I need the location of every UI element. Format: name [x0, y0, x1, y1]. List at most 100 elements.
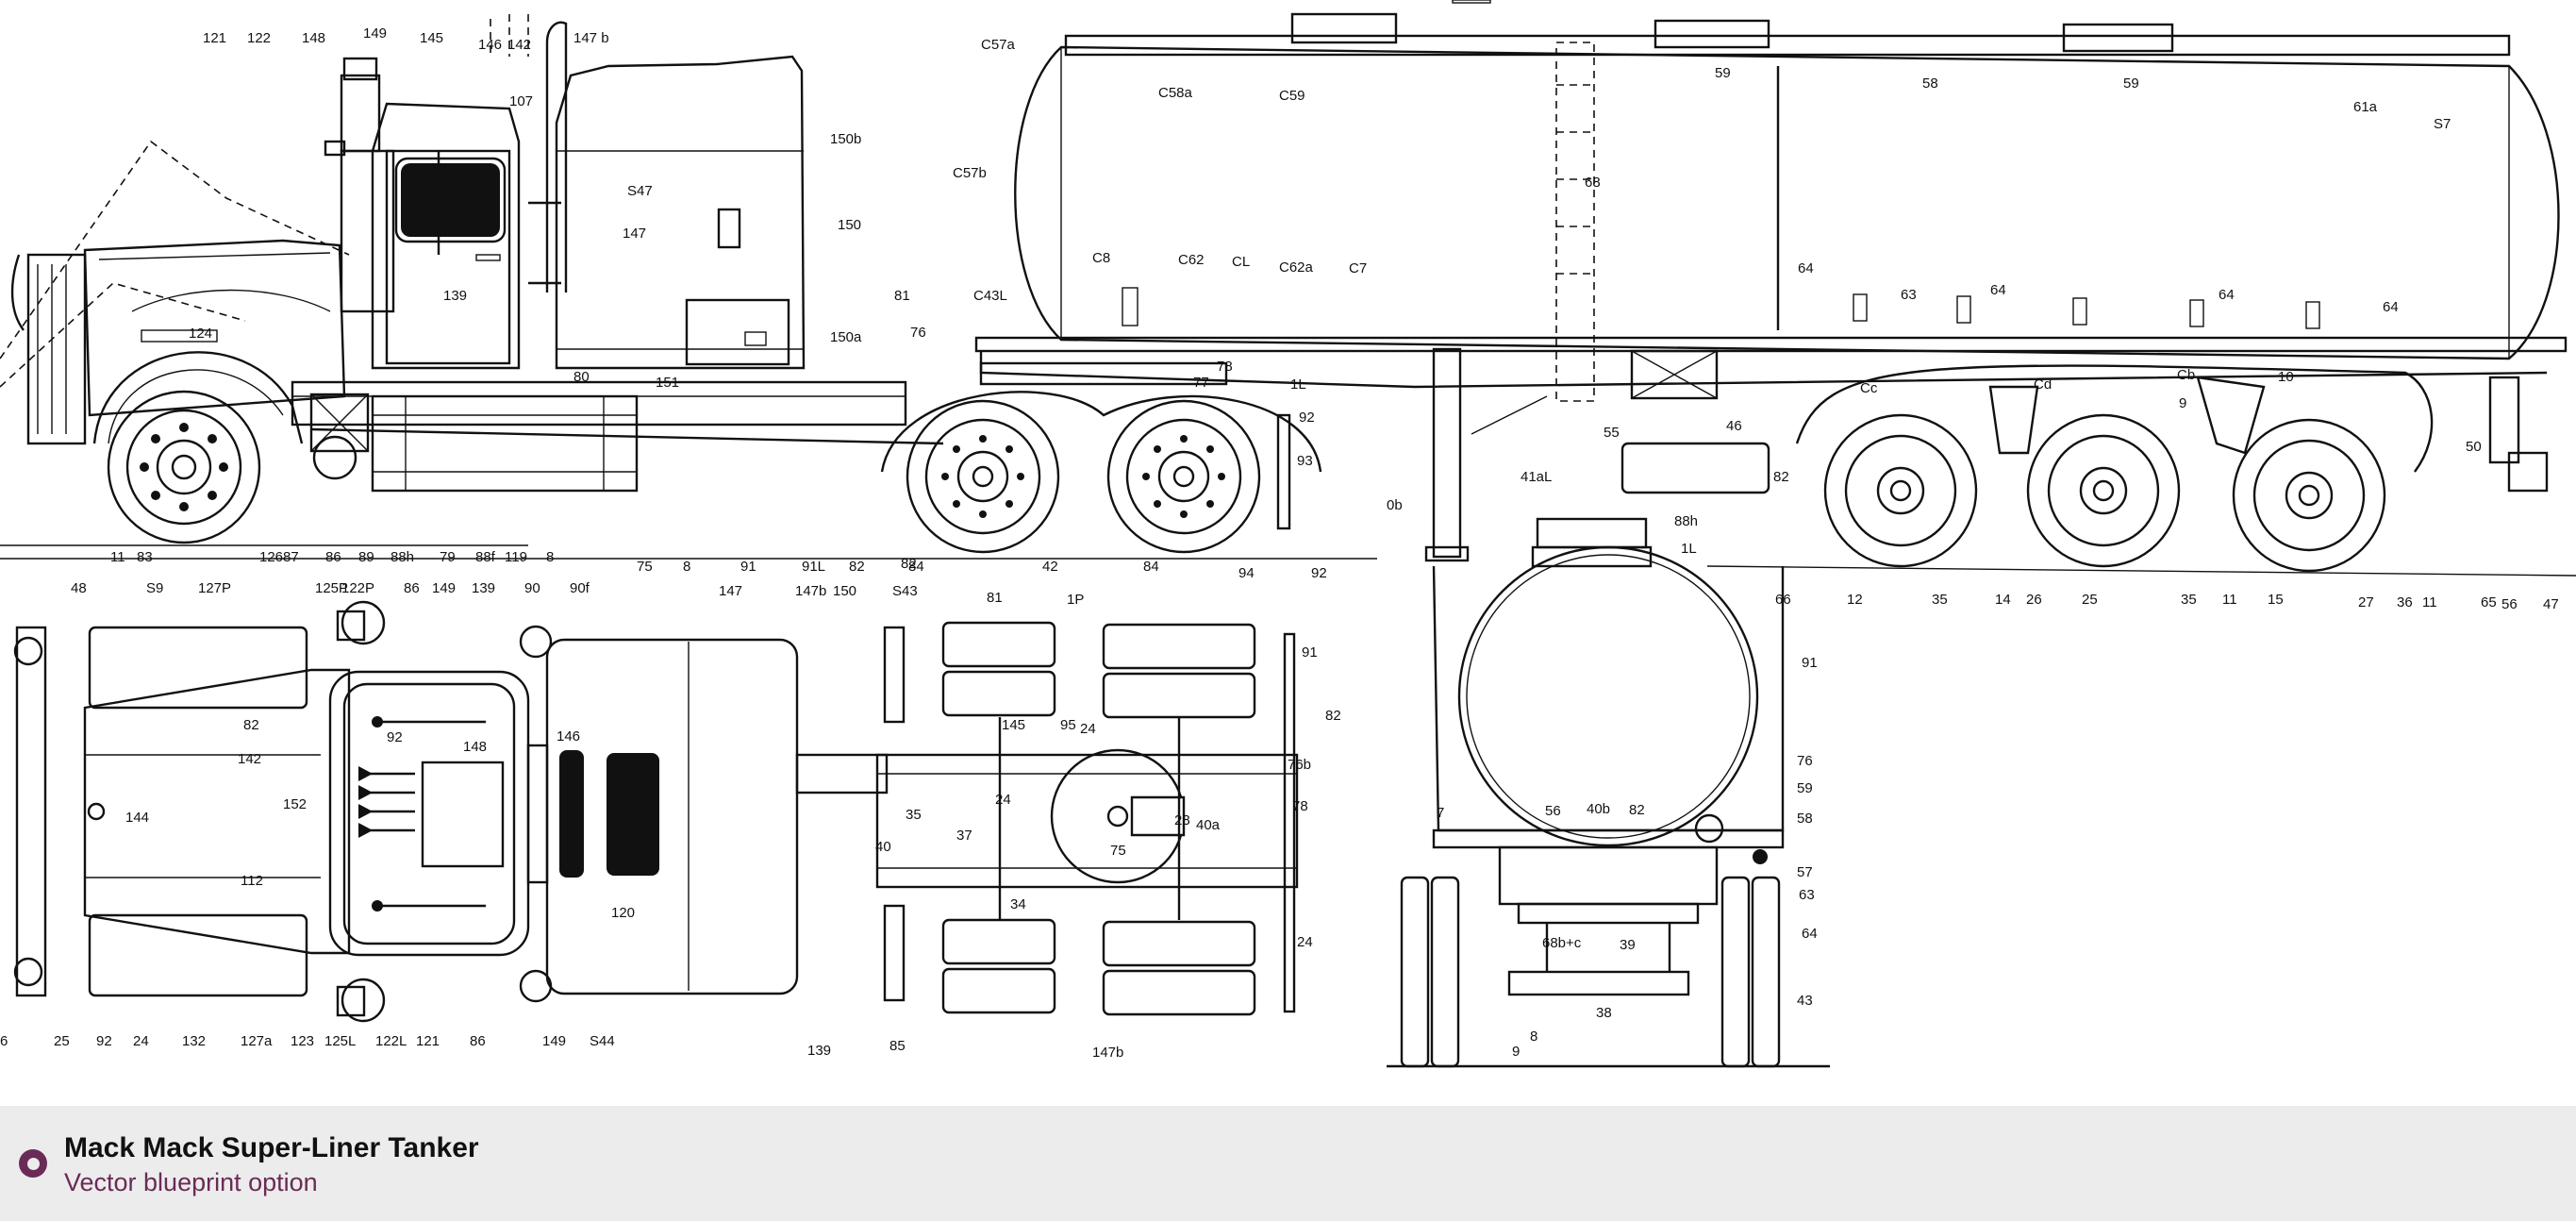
callout-label: 24 [1297, 934, 1313, 950]
callout-label: 28 [1174, 812, 1190, 828]
callout-label: 94 [1238, 565, 1255, 581]
callout-label: 150 [838, 217, 861, 233]
callout-label: 147 [719, 583, 742, 599]
footer-bar: Mack Mack Super-Liner Tanker Vector blue… [0, 1106, 2576, 1221]
footer-title: Mack Mack Super-Liner Tanker [64, 1132, 479, 1163]
callout-label: 79 [440, 549, 456, 565]
callout-label: 11 [2422, 594, 2437, 610]
callout-label: 8 [683, 559, 690, 575]
callout-label: 35 [1932, 592, 1948, 608]
callout-label: 139 [807, 1043, 831, 1059]
callout-label: 121 [203, 30, 226, 46]
callout-label: 119 [505, 549, 527, 565]
callout-label: 90 [524, 580, 540, 596]
callout-label: 146 [478, 37, 502, 53]
callout-label: C7 [1349, 260, 1367, 276]
callout-label: 82 [1773, 469, 1789, 485]
callout-label: 64 [1798, 260, 1814, 276]
callout-label: 86 [325, 549, 341, 565]
callout-label: 58 [1797, 811, 1813, 827]
callout-label: 76 [910, 325, 926, 341]
callout-label: 1L [1290, 376, 1306, 393]
callout-label: 149 [432, 580, 456, 596]
callout-label: 125L [324, 1033, 356, 1049]
callout-label: 92 [387, 729, 403, 745]
callout-label: S43 [892, 583, 918, 599]
callout-label: 57 [1797, 864, 1813, 880]
callout-label: 92 [1311, 565, 1327, 581]
callout-label: 76b [1288, 757, 1311, 773]
callout-label: 147 b [573, 30, 609, 46]
trailer-rear-view [1387, 517, 1830, 1068]
callout-label: 87 [283, 549, 299, 565]
tractor-top-view [13, 600, 1299, 1023]
callout-label: 24 [1080, 721, 1096, 737]
callout-label: 112 [241, 873, 263, 889]
callout-label: 88h [1674, 513, 1698, 529]
callout-label: 139 [472, 580, 495, 596]
callout-label: C43L [973, 288, 1007, 304]
callout-label: 82 [1325, 708, 1341, 724]
trailer-wheel-3 [2232, 418, 2386, 573]
callout-label: 25 [2082, 592, 2098, 608]
ring-icon [19, 1149, 47, 1178]
callout-label: 123 [291, 1033, 314, 1049]
callout-label: 122P [341, 580, 374, 596]
callout-label: 59 [1797, 780, 1813, 796]
callout-label: 1P [1067, 592, 1084, 608]
callout-label: 37 [956, 828, 972, 844]
callout-label: 64 [2219, 287, 2235, 303]
callout-label: 14 [1995, 592, 2011, 608]
callout-label: 142 [238, 751, 261, 767]
callout-label: 78 [1292, 798, 1308, 814]
callout-label: 64 [2383, 299, 2399, 315]
callout-label: 127P [198, 580, 231, 596]
callout-label: 9 [1512, 1044, 1520, 1060]
callout-label: 63 [1901, 287, 1917, 303]
callout-label: 146 [557, 728, 580, 744]
callout-label: S9 [146, 580, 163, 596]
callout-label: 11 [110, 549, 125, 565]
callout-label: 80 [573, 369, 590, 385]
callout-label: 91 [740, 559, 756, 575]
callout-label: C8 [1092, 250, 1110, 266]
callout-label: 91L [802, 559, 825, 575]
callout-label: 66 [1775, 592, 1791, 608]
callout-label: 75 [1110, 843, 1126, 859]
callout-label: 83 [137, 549, 153, 565]
callout-label: 88h [391, 549, 414, 565]
callout-label: 65 [2481, 594, 2497, 610]
callout-label: 40a [1196, 817, 1221, 833]
callout-label: S44 [590, 1033, 615, 1049]
callout-label: 64 [1990, 282, 2006, 298]
callout-label: 46 [1726, 418, 1742, 434]
callout-label: 91 [1302, 644, 1318, 661]
callout-label: 35 [906, 807, 922, 823]
callout-label: 59 [2123, 75, 2139, 92]
callout-label: 58 [1922, 75, 1938, 92]
callout-label: 59 [1715, 65, 1731, 81]
callout-label: 41aL [1521, 469, 1552, 485]
callout-label: 8 [546, 549, 554, 565]
callout-label: 1L [1681, 541, 1697, 557]
callout-label: 150a [830, 329, 862, 345]
callout-label: 82 [243, 717, 259, 733]
callout-label: 36 [2397, 594, 2413, 610]
callout-label: S7 [2434, 116, 2451, 132]
callout-label: 68 [1585, 175, 1601, 191]
callout-label: C57a [981, 37, 1016, 53]
callout-label: Cb [2177, 367, 2195, 383]
callout-label: 55 [1604, 425, 1620, 441]
callout-label: 147b [1092, 1045, 1123, 1061]
callout-label: 148 [463, 739, 487, 755]
callout-label: 95 [1060, 717, 1076, 733]
callout-label: 142 [507, 37, 531, 53]
callout-label: 75 [637, 559, 653, 575]
callout-label: 145 [420, 30, 443, 46]
callout-label: 24 [133, 1033, 149, 1049]
callout-label: 85 [889, 1038, 906, 1054]
callout-label: 40b [1587, 801, 1610, 817]
callout-label: 122 [247, 30, 271, 46]
tractor-side-view [0, 14, 1377, 560]
